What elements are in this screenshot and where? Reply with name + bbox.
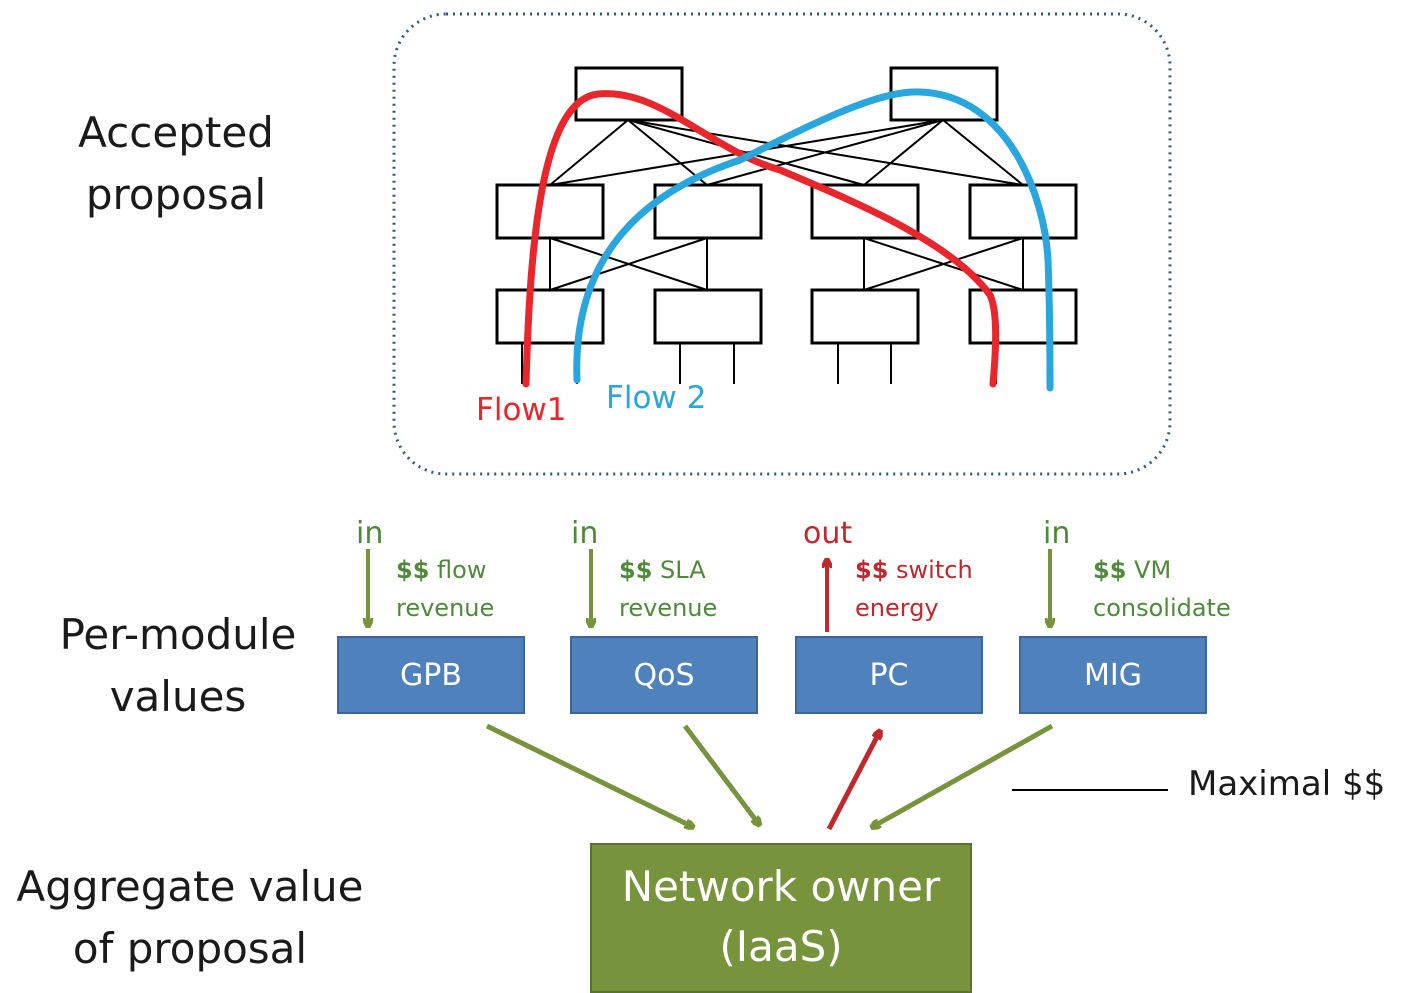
edge-switch-4: [968, 288, 1078, 345]
owner-to-pc-arrow: [826, 733, 879, 831]
gpb-to-owner-arrow: [485, 723, 691, 826]
edge-switch-2: [653, 288, 763, 345]
maximal-label: Maximal $$: [1188, 764, 1386, 804]
edge-switch-3: [810, 288, 920, 345]
flow2-label: Flow 2: [606, 380, 707, 416]
network-owner-box: Network owner(IaaS): [590, 843, 972, 993]
agg-switch-1: [495, 183, 605, 240]
qos-value-note: $$ SLA revenue: [619, 556, 718, 622]
module-qos: QoS: [570, 636, 758, 714]
module-pc: PC: [795, 636, 983, 714]
mig-direction: in: [1043, 516, 1071, 551]
agg-switch-4: [968, 183, 1078, 240]
pc-direction: out: [803, 516, 853, 551]
flow1-label: Flow1: [476, 392, 567, 428]
pc-value-note: $$ switch energy: [855, 556, 973, 622]
topology-container: [392, 12, 1172, 476]
qos-direction: in: [571, 516, 599, 551]
gpb-value-note: $$ flow revenue: [396, 556, 495, 622]
flow2-path: [573, 88, 1054, 392]
module-gpb: GPB: [337, 636, 525, 714]
mig-to-owner-arrow: [874, 723, 1054, 826]
module-mig: MIG: [1019, 636, 1207, 714]
gpb-direction: in: [356, 516, 384, 551]
mig-value-note: $$ VM consolidate: [1093, 556, 1231, 622]
flow1-path: [522, 90, 1000, 388]
qos-to-owner-arrow: [683, 724, 758, 823]
